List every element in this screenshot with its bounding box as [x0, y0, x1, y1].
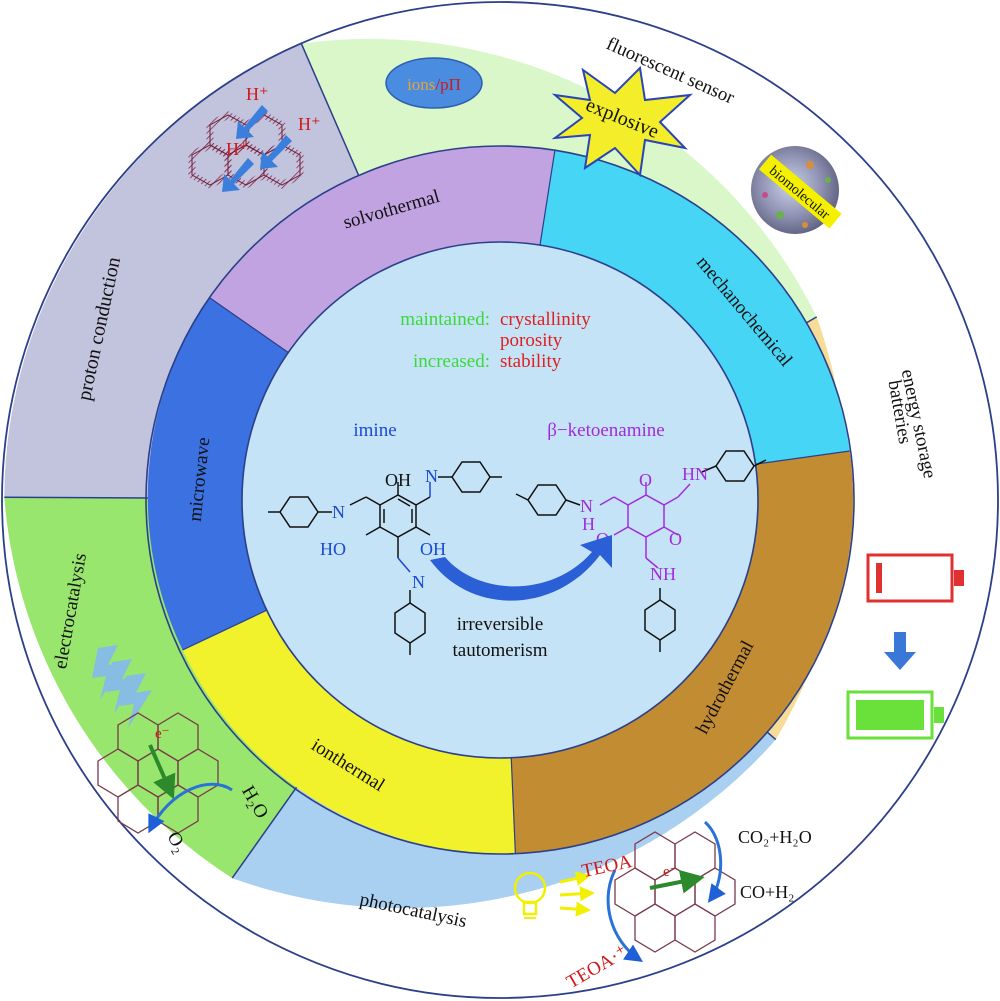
photo-framework-icon: [614, 831, 736, 953]
photo-electron-label: e⁻: [663, 864, 678, 880]
biomolecular-virus-icon: biomolecular: [751, 146, 842, 234]
co2-h2o-label: CO₂+H₂O: [738, 827, 812, 847]
electro-blue-arrow: [148, 782, 233, 834]
keto-hn-top: HN: [682, 464, 708, 484]
lightning-icon: [92, 645, 152, 728]
h-plus-1: H⁺: [246, 84, 269, 104]
maintained-label: maintained:: [400, 309, 490, 330]
svg-text:ions/pΠ: ions/pΠ: [407, 75, 461, 94]
down-arrow-icon: [884, 632, 916, 670]
lightbulb-icon: [513, 871, 547, 919]
keto-n-left: N: [580, 496, 593, 516]
keto-nh-bottom: NH: [650, 564, 676, 584]
imine-label: imine: [353, 420, 396, 441]
photo-arrow-teoa: [606, 869, 643, 962]
photo-green-arrow: [649, 869, 705, 894]
prop-porosity: porosity: [500, 330, 563, 351]
battery-empty-icon: [866, 553, 964, 603]
h-plus-2: H⁺: [298, 114, 321, 134]
electro-electron-label: e⁻: [155, 726, 170, 742]
prop-crystallinity: crystallinity: [500, 309, 591, 330]
tautomerism-arrow: [430, 535, 612, 601]
teoa-radical-label: TEOA·⁺: [563, 941, 632, 993]
keto-o-top: O: [639, 470, 652, 490]
prop-stability: stability: [500, 351, 562, 372]
arrow-line2: tautomerism: [453, 640, 548, 661]
center-circle: [241, 241, 759, 759]
imine-molecule: [268, 461, 502, 655]
imine-oh-right: OH: [420, 539, 446, 559]
arrow-line1: irreversible: [457, 614, 544, 635]
keto-o-right: O: [669, 529, 682, 549]
imine-n-bottom: N: [412, 572, 425, 592]
keto-label: β−ketoenamine: [547, 420, 664, 441]
photo-arrow-co2: [703, 820, 726, 903]
h-plus-3: H⁺: [226, 139, 249, 159]
imine-oh-top: OH: [385, 470, 411, 490]
electro-green-arrow: [148, 744, 176, 800]
co-h2-label: CO+H₂: [740, 882, 794, 902]
keto-molecule: [599, 482, 691, 569]
explosive-burst-icon: explosive: [551, 65, 693, 178]
light-rays-icon: [559, 871, 595, 917]
battery-full-icon: [846, 690, 944, 740]
imine-n-left: N: [332, 502, 345, 522]
keto-h-left: H: [582, 514, 595, 534]
imine-n-top: N: [425, 466, 438, 486]
proton-framework-icon: H⁺ H⁺ H⁺: [188, 84, 321, 192]
increased-label: increased:: [413, 351, 490, 372]
ions-ellipse-icon: ions/pΠ: [385, 57, 483, 109]
imine-ho-left: HO: [320, 539, 346, 559]
